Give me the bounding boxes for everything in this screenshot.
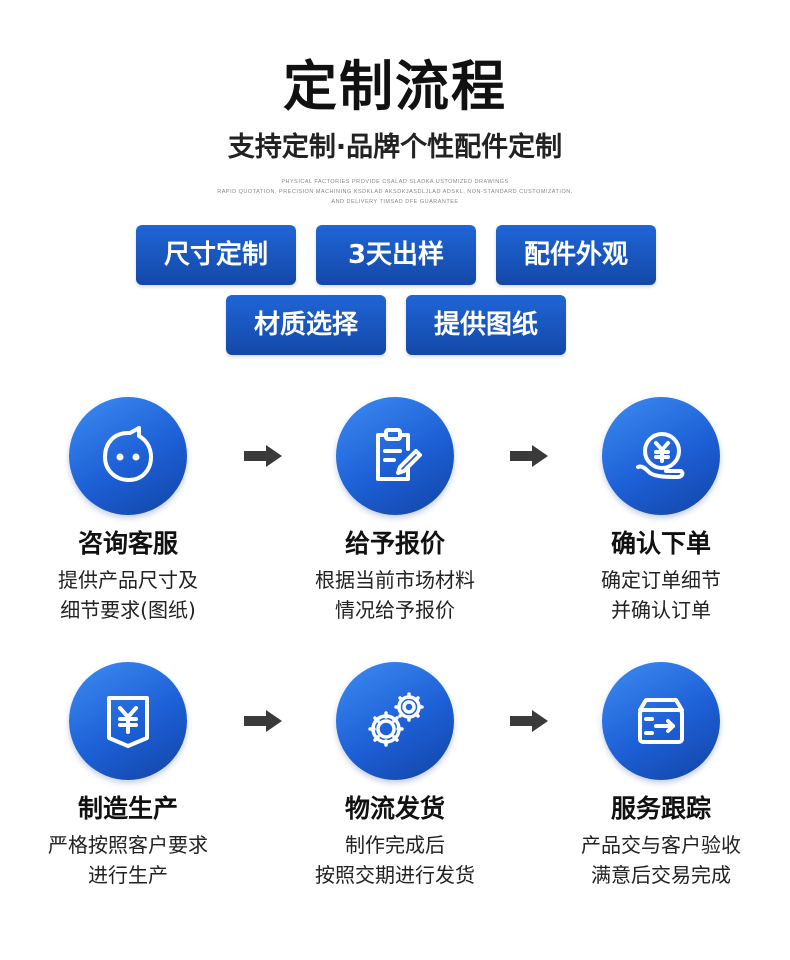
fine-print-line: AND DELIVERY TIMSAD DFE GUARANTEE bbox=[331, 199, 459, 205]
yen-box-icon bbox=[69, 662, 187, 780]
step-confirm-order: 确认下单 确定订单细节 并确认订单 bbox=[551, 397, 771, 625]
step-title: 给予报价 bbox=[344, 529, 445, 558]
step-title: 服务跟踪 bbox=[610, 794, 711, 823]
step-desc-line: 并确认订单 bbox=[611, 598, 711, 622]
tag-accessory-appearance[interactable]: 配件外观 bbox=[496, 225, 656, 285]
step-logistics-shipping: 物流发货 制作完成后 按照交期进行发货 bbox=[285, 662, 505, 890]
arrow-right-icon bbox=[510, 445, 548, 467]
page-subtitle: 支持定制·品牌个性配件定制 bbox=[227, 132, 563, 163]
step-desc-line: 确定订单细节 bbox=[601, 568, 721, 592]
tag-size-customization[interactable]: 尺寸定制 bbox=[136, 225, 296, 285]
step-title: 制造生产 bbox=[77, 794, 178, 823]
step-give-quote: 给予报价 根据当前市场材料 情况给予报价 bbox=[285, 397, 505, 625]
step-title: 确认下单 bbox=[610, 529, 711, 558]
fine-print-line: PHYSICAL FACTORIES PROVIDE CSALAD SLADKA… bbox=[281, 179, 509, 185]
tag-3day-sample[interactable]: 3天出样 bbox=[316, 225, 476, 285]
arrow-right-icon bbox=[244, 445, 282, 467]
step-title: 咨询客服 bbox=[77, 529, 178, 558]
page-title: 定制流程 bbox=[283, 55, 507, 118]
arrow-right-icon bbox=[244, 710, 282, 732]
chat-bubble-icon bbox=[69, 397, 187, 515]
step-desc-line: 满意后交易完成 bbox=[591, 863, 731, 887]
step-desc-line: 产品交与客户验收 bbox=[581, 833, 741, 857]
gears-icon bbox=[336, 662, 454, 780]
package-arrow-icon bbox=[602, 662, 720, 780]
step-manufacture: 制造生产 严格按照客户要求 进行生产 bbox=[18, 662, 238, 890]
step-desc-line: 根据当前市场材料 bbox=[315, 568, 475, 592]
fine-print-line: RAPID QUOTATION, PRECISION MACHINING KSD… bbox=[217, 189, 573, 195]
step-desc-line: 进行生产 bbox=[88, 863, 168, 887]
step-desc-line: 细节要求(图纸) bbox=[60, 598, 196, 622]
tag-material-selection[interactable]: 材质选择 bbox=[226, 295, 386, 355]
arrow-right-icon bbox=[510, 710, 548, 732]
step-desc-line: 严格按照客户要求 bbox=[48, 833, 208, 857]
tag-provide-drawings[interactable]: 提供图纸 bbox=[406, 295, 566, 355]
step-desc-line: 提供产品尺寸及 bbox=[58, 568, 198, 592]
clipboard-edit-icon bbox=[336, 397, 454, 515]
yen-coin-hand-icon bbox=[602, 397, 720, 515]
step-desc-line: 按照交期进行发货 bbox=[315, 863, 475, 887]
step-consult-service: 咨询客服 提供产品尺寸及 细节要求(图纸) bbox=[18, 397, 238, 625]
step-service-tracking: 服务跟踪 产品交与客户验收 满意后交易完成 bbox=[551, 662, 771, 890]
step-desc-line: 情况给予报价 bbox=[335, 598, 455, 622]
step-desc-line: 制作完成后 bbox=[345, 833, 445, 857]
step-title: 物流发货 bbox=[344, 794, 445, 823]
